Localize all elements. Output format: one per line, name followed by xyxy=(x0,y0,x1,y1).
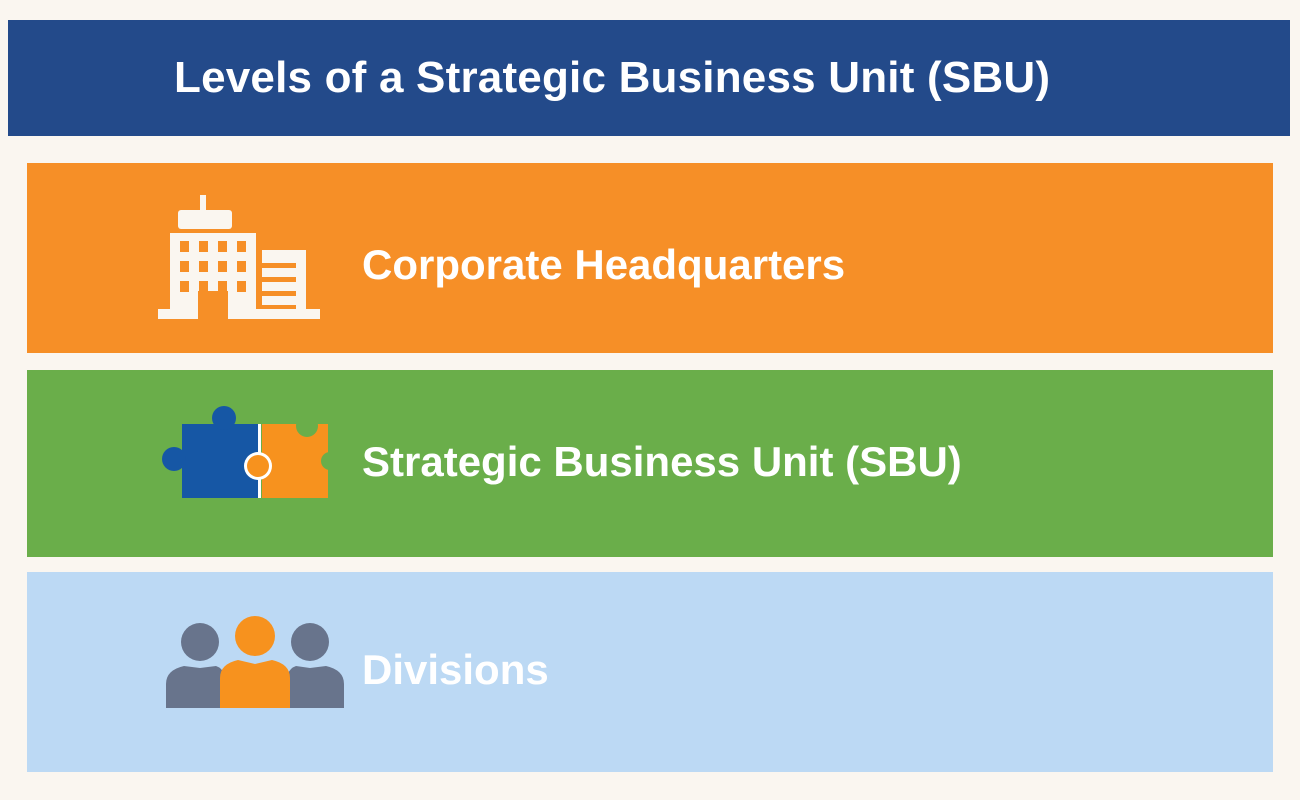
people-group-icon xyxy=(166,616,344,708)
level-corporate-headquarters: Corporate Headquarters xyxy=(27,163,1273,353)
level-divisions: Divisions xyxy=(27,572,1273,772)
level-strategic-business-unit: Strategic Business Unit (SBU) xyxy=(27,370,1273,557)
level-label: Corporate Headquarters xyxy=(362,241,846,288)
title-bar: Levels of a Strategic Business Unit (SBU… xyxy=(8,20,1290,136)
page-title: Levels of a Strategic Business Unit (SBU… xyxy=(174,53,1051,102)
level-label: Divisions xyxy=(362,646,549,693)
office-building-icon xyxy=(158,195,320,321)
puzzle-pieces-icon xyxy=(162,406,334,498)
level-label: Strategic Business Unit (SBU) xyxy=(362,438,962,485)
